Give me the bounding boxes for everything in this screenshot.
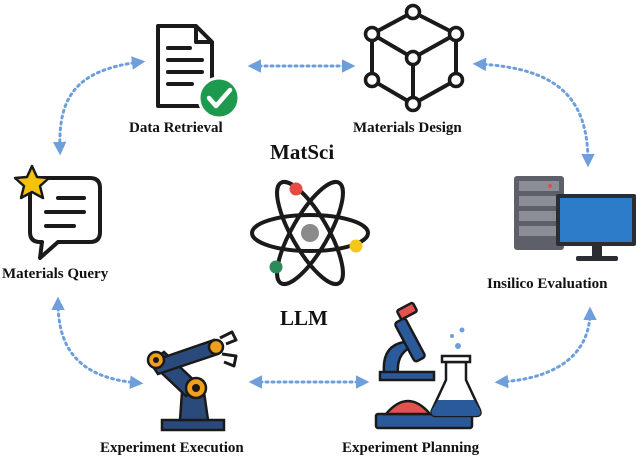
experiment-execution-label: Experiment Execution bbox=[100, 440, 244, 456]
insilico-evaluation-label: Insilico Evaluation bbox=[487, 276, 608, 292]
center-title-label: MatSci bbox=[270, 140, 335, 164]
center-subtitle-label: LLM bbox=[280, 306, 328, 330]
arrow-query-execution bbox=[51, 296, 144, 389]
materials-query-label: Materials Query bbox=[2, 266, 109, 282]
arrow-design-evaluation bbox=[472, 57, 595, 168]
experiment-planning-label: Experiment Planning bbox=[342, 440, 480, 456]
data-retrieval-label: Data Retrieval bbox=[129, 120, 223, 136]
arrow-planning-evaluation bbox=[494, 306, 597, 389]
materials-design-label: Materials Design bbox=[353, 120, 462, 136]
arrow-retrieval-query bbox=[52, 56, 146, 156]
